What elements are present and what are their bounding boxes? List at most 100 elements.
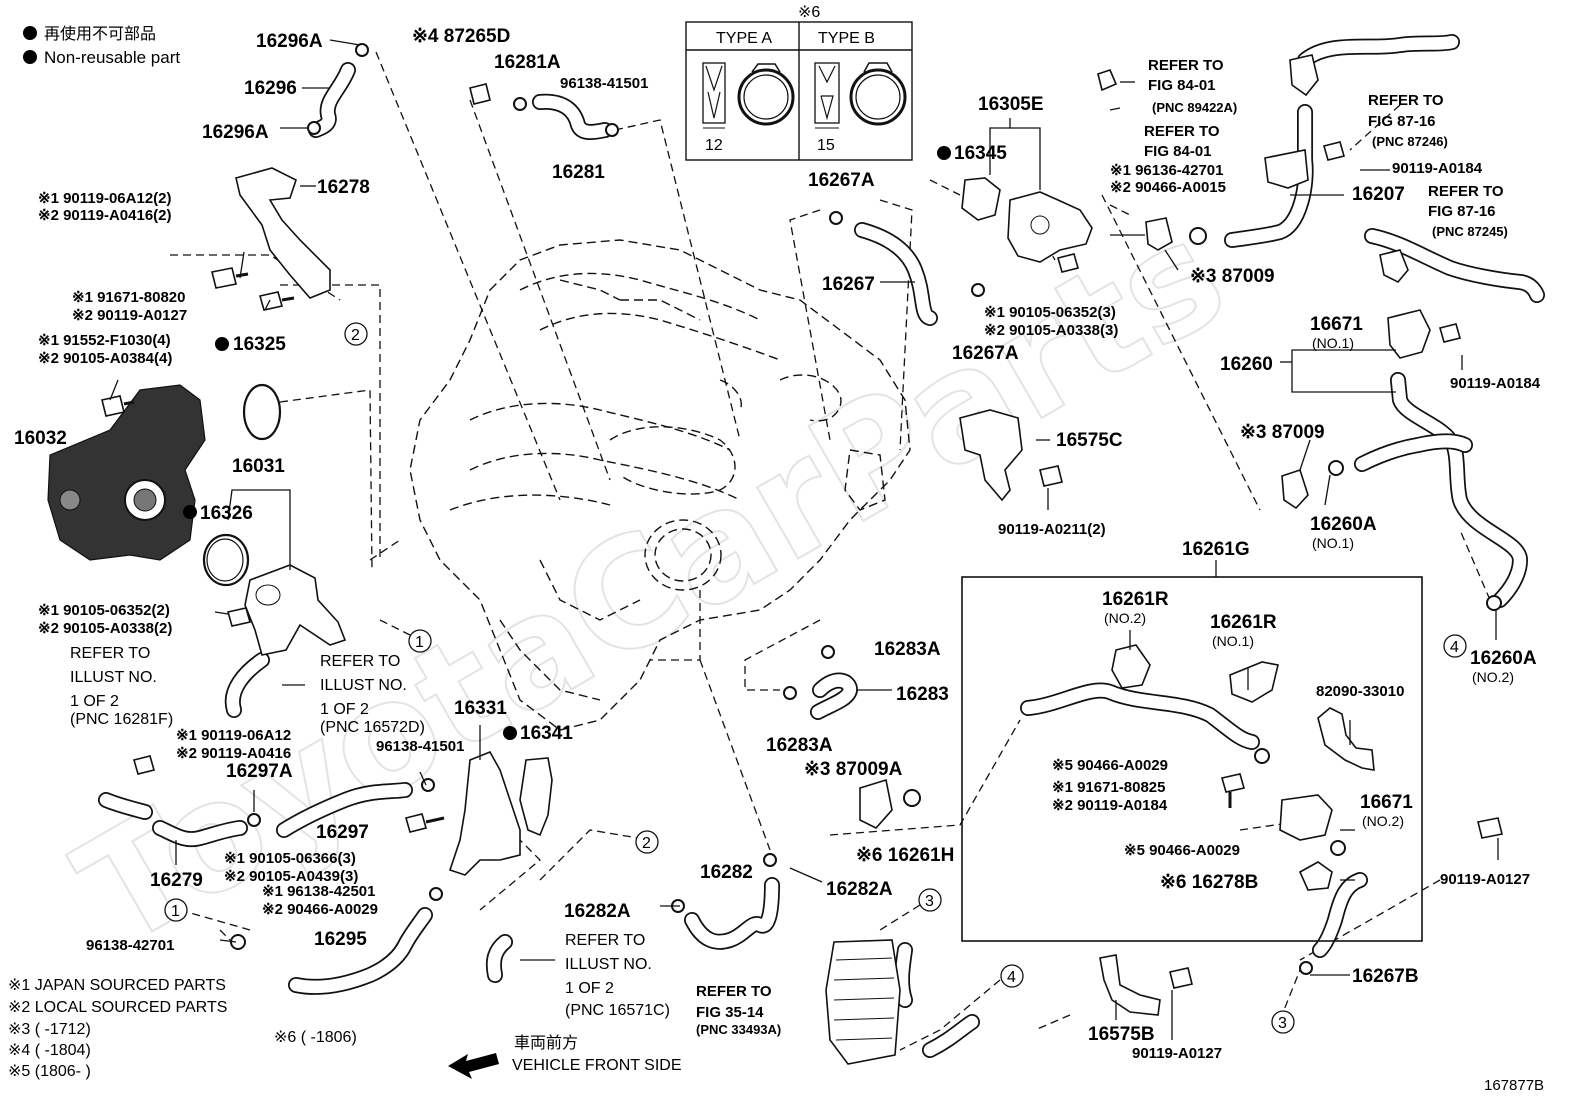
- clip-16261R-no1: [1229, 661, 1279, 703]
- label-16671: 16671: [1310, 314, 1363, 335]
- hose-cooler-in: [894, 942, 913, 1008]
- label-16267A: 16267A: [808, 170, 875, 191]
- type-box-title: ※6: [798, 4, 820, 21]
- label-16341: 16341: [520, 723, 573, 744]
- label-bolt: ※1 90105-06352(3): [984, 304, 1116, 321]
- gasket-16345: [961, 177, 1001, 221]
- label-bolt: ※2 90105-A0338(3): [984, 322, 1118, 339]
- non-reusable-dot-icon: [215, 337, 229, 351]
- footnote-2: ※2 LOCAL SOURCED PARTS: [8, 999, 227, 1016]
- label-16281: 16281: [552, 162, 605, 183]
- valve-16671: [1387, 309, 1431, 359]
- ref-circle-2: 2: [642, 835, 651, 852]
- refer-label: ILLUST NO.: [70, 669, 157, 686]
- label-16295: 16295: [314, 929, 367, 950]
- water-inlet-16031: [244, 564, 347, 656]
- hose-16279-ref: [98, 792, 153, 820]
- label-16261G: 16261G: [1182, 539, 1250, 560]
- ref-circle-2: 2: [351, 327, 360, 344]
- refer-label: FIG 84-01: [1148, 77, 1216, 94]
- refer-label: (PNC 89422A): [1152, 100, 1237, 115]
- label-16261H: ※6 16261H: [856, 845, 954, 866]
- label-bolt: ※2 90105-A0384(4): [38, 350, 172, 367]
- refer-label: REFER TO: [1144, 123, 1220, 140]
- hose-16296: [308, 62, 356, 138]
- label-16282: 16282: [700, 862, 753, 883]
- gasket-16325: [242, 383, 282, 441]
- clamp-type-box: ※6 TYPE A TYPE B 12 15: [685, 4, 913, 161]
- footnotes: ※1 JAPAN SOURCED PARTS ※2 LOCAL SOURCED …: [8, 977, 357, 1080]
- label-16671-sub: (NO.1): [1312, 335, 1354, 351]
- refer-label: (PNC 16281F): [70, 711, 173, 728]
- sensor-bracket-82090: [1317, 707, 1375, 771]
- hose-16261G: [1020, 682, 1260, 750]
- refer-label: REFER TO: [1368, 92, 1444, 109]
- refer-label: FIG 35-14: [696, 1004, 764, 1021]
- label-bolt: ※1 91552-F1030(4): [38, 332, 171, 349]
- refer-label: 1 OF 2: [565, 980, 614, 997]
- legend-jp: 再使用不可部品: [44, 25, 156, 43]
- label-16305E: 16305E: [978, 94, 1044, 115]
- solid-leaders: [109, 39, 1499, 1040]
- refer-label: REFER TO: [696, 983, 772, 1000]
- label-16207: 16207: [1352, 184, 1405, 205]
- label-bolt: ※2 90119-A0416: [176, 745, 291, 762]
- engine-block-outline: [409, 239, 911, 731]
- label-16278: 16278: [317, 177, 370, 198]
- hose-16281: [532, 93, 613, 140]
- hose-clamps: [230, 43, 1502, 975]
- clip-16261R-no2: [1111, 644, 1151, 689]
- label-bolt: ※1 96138-42501: [262, 883, 376, 900]
- footnote-5: ※5 (1806- ): [8, 1063, 91, 1080]
- bypass-valve-16305E: [1007, 191, 1093, 263]
- label-16261R-sub: (NO.2): [1104, 610, 1146, 626]
- label-bolt: ※5 90466-A0029: [1124, 842, 1240, 859]
- label-bolt: ※1 96136-42701: [1110, 162, 1224, 179]
- clamp-87009: [1145, 217, 1173, 251]
- front-label-en: VEHICLE FRONT SIDE: [512, 1057, 682, 1074]
- hose-cooler-out: [922, 1014, 980, 1058]
- label-16279: 16279: [150, 870, 203, 891]
- label-90119-A0127: 90119-A0127: [1132, 1045, 1222, 1062]
- label-16261R: 16261R: [1102, 589, 1169, 610]
- refer-label: REFER TO: [320, 653, 400, 670]
- ref-circle-1: 1: [415, 634, 424, 651]
- label-16297: 16297: [316, 822, 369, 843]
- non-reusable-dot-icon: [23, 26, 37, 40]
- parts: [47, 43, 1503, 1065]
- label-16296: 16296: [244, 78, 297, 99]
- hose-16571C: [485, 934, 513, 983]
- clamp-87009A: [859, 778, 893, 829]
- non-reusable-dot-icon: [23, 50, 37, 64]
- label-96138-42701: 96138-42701: [86, 937, 174, 954]
- label-16267B: 16267B: [1352, 966, 1419, 987]
- label-bolt: ※1 90119-06A12: [176, 727, 291, 744]
- label-90119-A0184: 90119-A0184: [1450, 375, 1541, 392]
- label-16282A: 16282A: [826, 879, 893, 900]
- refer-label: 1 OF 2: [70, 693, 119, 710]
- bracket-16278: [235, 167, 331, 299]
- label-87009A: ※3 87009A: [804, 759, 903, 780]
- footnote-1: ※1 JAPAN SOURCED PARTS: [8, 977, 226, 994]
- refer-label: FIG 84-01: [1144, 143, 1212, 160]
- clamp-87009-mid: [1281, 468, 1309, 510]
- label-16283A: 16283A: [766, 735, 833, 756]
- hose-16267: [854, 222, 938, 326]
- refer-label: REFER TO: [1428, 183, 1504, 200]
- o-ring-16326: [202, 533, 250, 587]
- refer-label: (PNC 87246): [1372, 134, 1448, 149]
- refer-label: REFER TO: [565, 932, 645, 949]
- label-16671-sub: (NO.2): [1362, 813, 1404, 829]
- label-16325: 16325: [233, 334, 286, 355]
- label-bolt: ※2 90119-A0184: [1052, 797, 1168, 814]
- label-16260A-sub: (NO.2): [1472, 669, 1514, 685]
- hose-16267B: [1312, 872, 1368, 958]
- label-96138-41501: 96138-41501: [376, 738, 464, 755]
- refer-label: ILLUST NO.: [565, 956, 652, 973]
- label-16283: 16283: [896, 684, 949, 705]
- ref-circle-4: 4: [1450, 639, 1459, 656]
- label-16297A: 16297A: [226, 761, 293, 782]
- label-bolt: ※1 91671-80825: [1052, 779, 1166, 796]
- label-90119-A0184: 90119-A0184: [1392, 160, 1483, 177]
